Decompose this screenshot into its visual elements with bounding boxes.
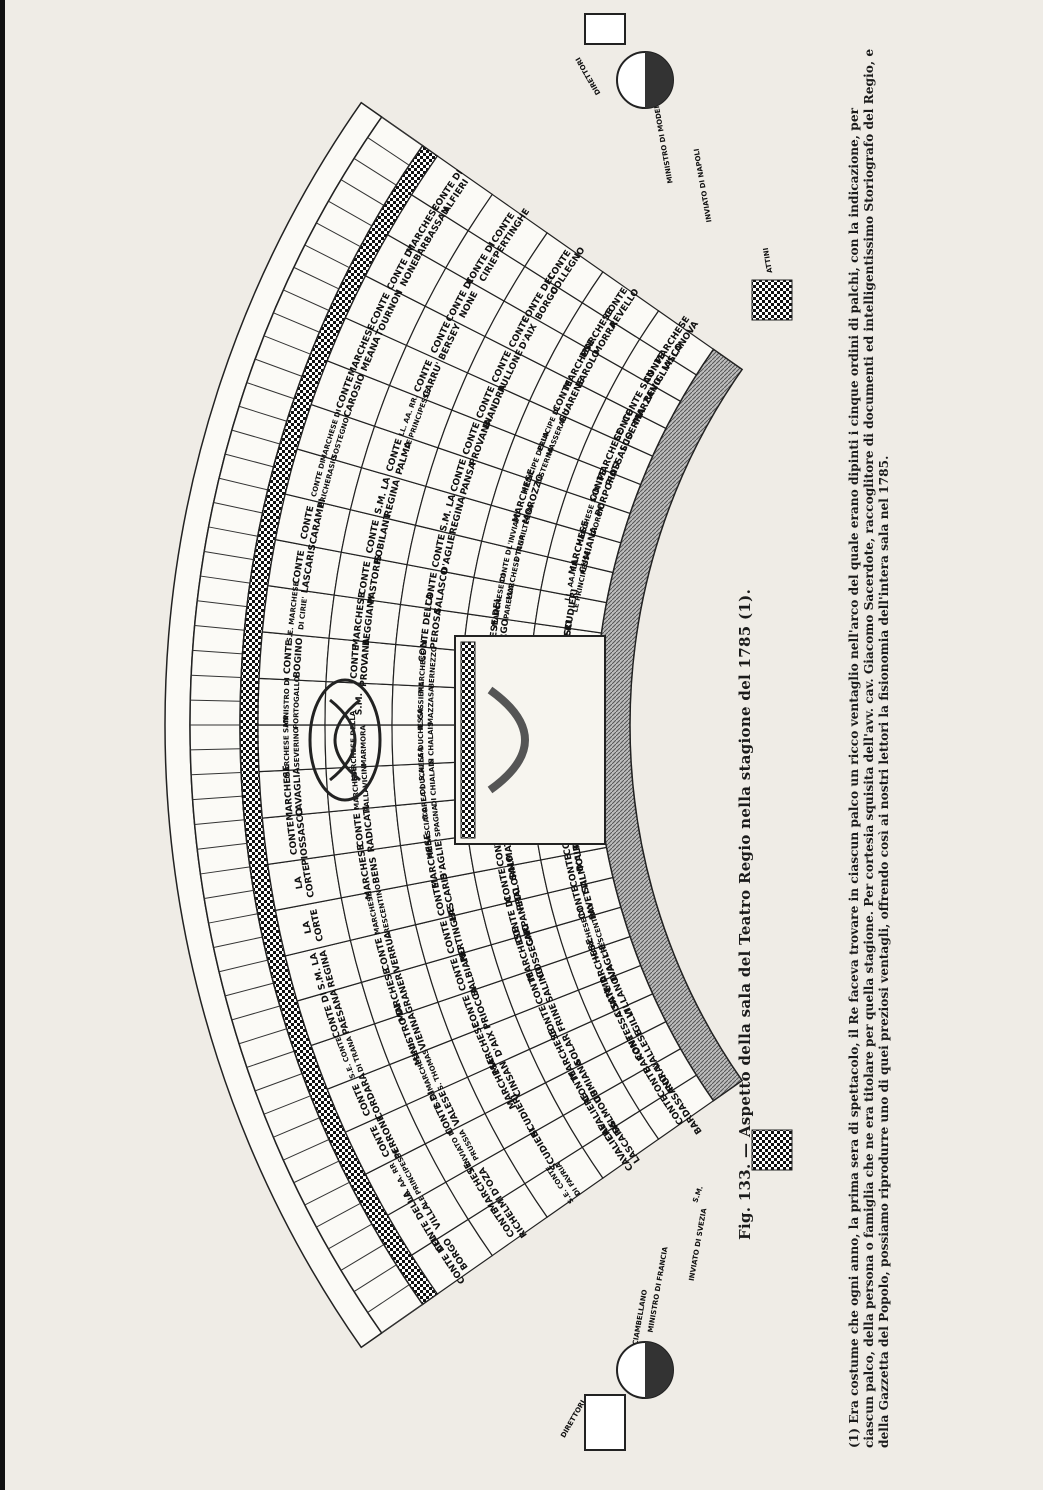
box-tiers bbox=[164, 101, 744, 1349]
page-edge bbox=[0, 0, 5, 1490]
gallery-divider bbox=[200, 575, 251, 584]
gallery-divider bbox=[263, 1095, 311, 1115]
gallery-divider bbox=[367, 1284, 410, 1313]
gallery-divider bbox=[328, 200, 373, 227]
gallery-divider bbox=[190, 699, 241, 702]
gallery-divider bbox=[263, 335, 311, 355]
box-label: IL CASSIEREMAZZASA bbox=[417, 682, 436, 730]
gallery-divider bbox=[208, 913, 258, 924]
gallery-divider bbox=[316, 222, 361, 248]
gallery-divider bbox=[219, 477, 268, 491]
gallery-divider bbox=[340, 179, 385, 206]
gallery-divider bbox=[231, 1005, 281, 1021]
gallery-divider bbox=[190, 748, 241, 751]
gallery-divider bbox=[367, 137, 410, 166]
gallery-divider bbox=[204, 550, 254, 561]
stage-label: MINISTRO DI FRANCIA bbox=[647, 1246, 670, 1334]
gallery-divider bbox=[191, 674, 242, 679]
gallery-divider bbox=[340, 1244, 385, 1271]
gallery-divider bbox=[273, 1117, 320, 1138]
gallery-divider bbox=[254, 358, 303, 377]
gallery-divider bbox=[192, 649, 243, 655]
box-label: MINISTRO DIPORTOGALLO bbox=[282, 676, 301, 729]
gallery-divider bbox=[273, 312, 320, 333]
gallery-divider bbox=[304, 1181, 350, 1206]
gallery-divider bbox=[225, 982, 274, 997]
gallery-divider bbox=[213, 936, 263, 948]
gallery-divider bbox=[254, 1073, 303, 1092]
box-label: S.A. LA DUCHESSADI CHALAIS bbox=[416, 707, 436, 781]
gallery-divider bbox=[238, 405, 287, 422]
gallery-divider bbox=[231, 429, 281, 445]
royal-crest-icon bbox=[308, 678, 382, 802]
gallery-divider bbox=[200, 866, 251, 875]
stage-label: DIRETTORI bbox=[574, 56, 602, 97]
gallery-divider bbox=[328, 1223, 373, 1250]
gallery-divider bbox=[204, 889, 254, 900]
stage-label: INVIATO DI NAPOLI bbox=[693, 148, 714, 223]
gallery-divider bbox=[191, 771, 242, 776]
footnote-line-3: della Gazzetta del Popolo, possiamo ripr… bbox=[877, 455, 891, 1448]
gallery-divider bbox=[194, 625, 245, 631]
gallery-divider bbox=[225, 453, 274, 468]
gallery-divider bbox=[316, 1202, 361, 1228]
box-label: CONTESALASCO bbox=[423, 565, 450, 615]
box-label: S.M. bbox=[354, 693, 365, 716]
gallery-divider bbox=[197, 842, 248, 850]
box-label: MARCHESECAVAGLIA bbox=[282, 764, 306, 821]
gallery-divider bbox=[246, 382, 295, 400]
corner-rooms bbox=[584, 13, 793, 1451]
stage-label: DIRETTORI bbox=[559, 1399, 587, 1440]
figure-caption: Fig. 133. — Aspetto della sala del Teatr… bbox=[736, 588, 754, 1240]
pit-border bbox=[594, 348, 744, 1102]
gallery-divider bbox=[197, 600, 248, 608]
box-label: MARCHESE DIBERNEZZO bbox=[417, 639, 439, 694]
stage-label: ATTINI bbox=[762, 247, 774, 274]
stage-label: S.M. bbox=[691, 1185, 704, 1204]
gallery-divider bbox=[381, 116, 423, 147]
box-label: MARCHESE SANSEVERINO bbox=[282, 716, 301, 779]
gallery-divider bbox=[293, 1160, 340, 1184]
stage-label: INVIATO DI SVEZIA bbox=[688, 1207, 709, 1282]
gallery-divider bbox=[194, 819, 245, 825]
gallery-divider bbox=[192, 795, 243, 801]
gallery-divider bbox=[238, 1028, 287, 1045]
gallery-divider bbox=[283, 289, 330, 311]
gallery-divider bbox=[353, 158, 397, 186]
gallery-divider bbox=[246, 1050, 295, 1068]
footnote-line-1: (1) Era costume che ogni anno, la prima … bbox=[847, 108, 861, 1448]
royal-stage-area bbox=[308, 635, 606, 845]
gallery-divider bbox=[381, 1303, 423, 1334]
gallery-divider bbox=[293, 266, 340, 290]
box-label: CONTEPROVANA bbox=[349, 637, 372, 687]
gallery-divider bbox=[283, 1139, 330, 1161]
gallery-divider bbox=[219, 959, 268, 973]
gallery-divider bbox=[353, 1264, 397, 1292]
gallery-divider bbox=[208, 526, 258, 537]
footnote-line-2: ciascun palco, della persona o famiglia … bbox=[862, 48, 876, 1448]
gallery-divider bbox=[213, 502, 263, 514]
box-label: CONTEBOGINO bbox=[282, 636, 305, 678]
gallery-divider bbox=[304, 244, 350, 269]
stage-label: MINISTRO DI MODENA bbox=[651, 96, 674, 184]
